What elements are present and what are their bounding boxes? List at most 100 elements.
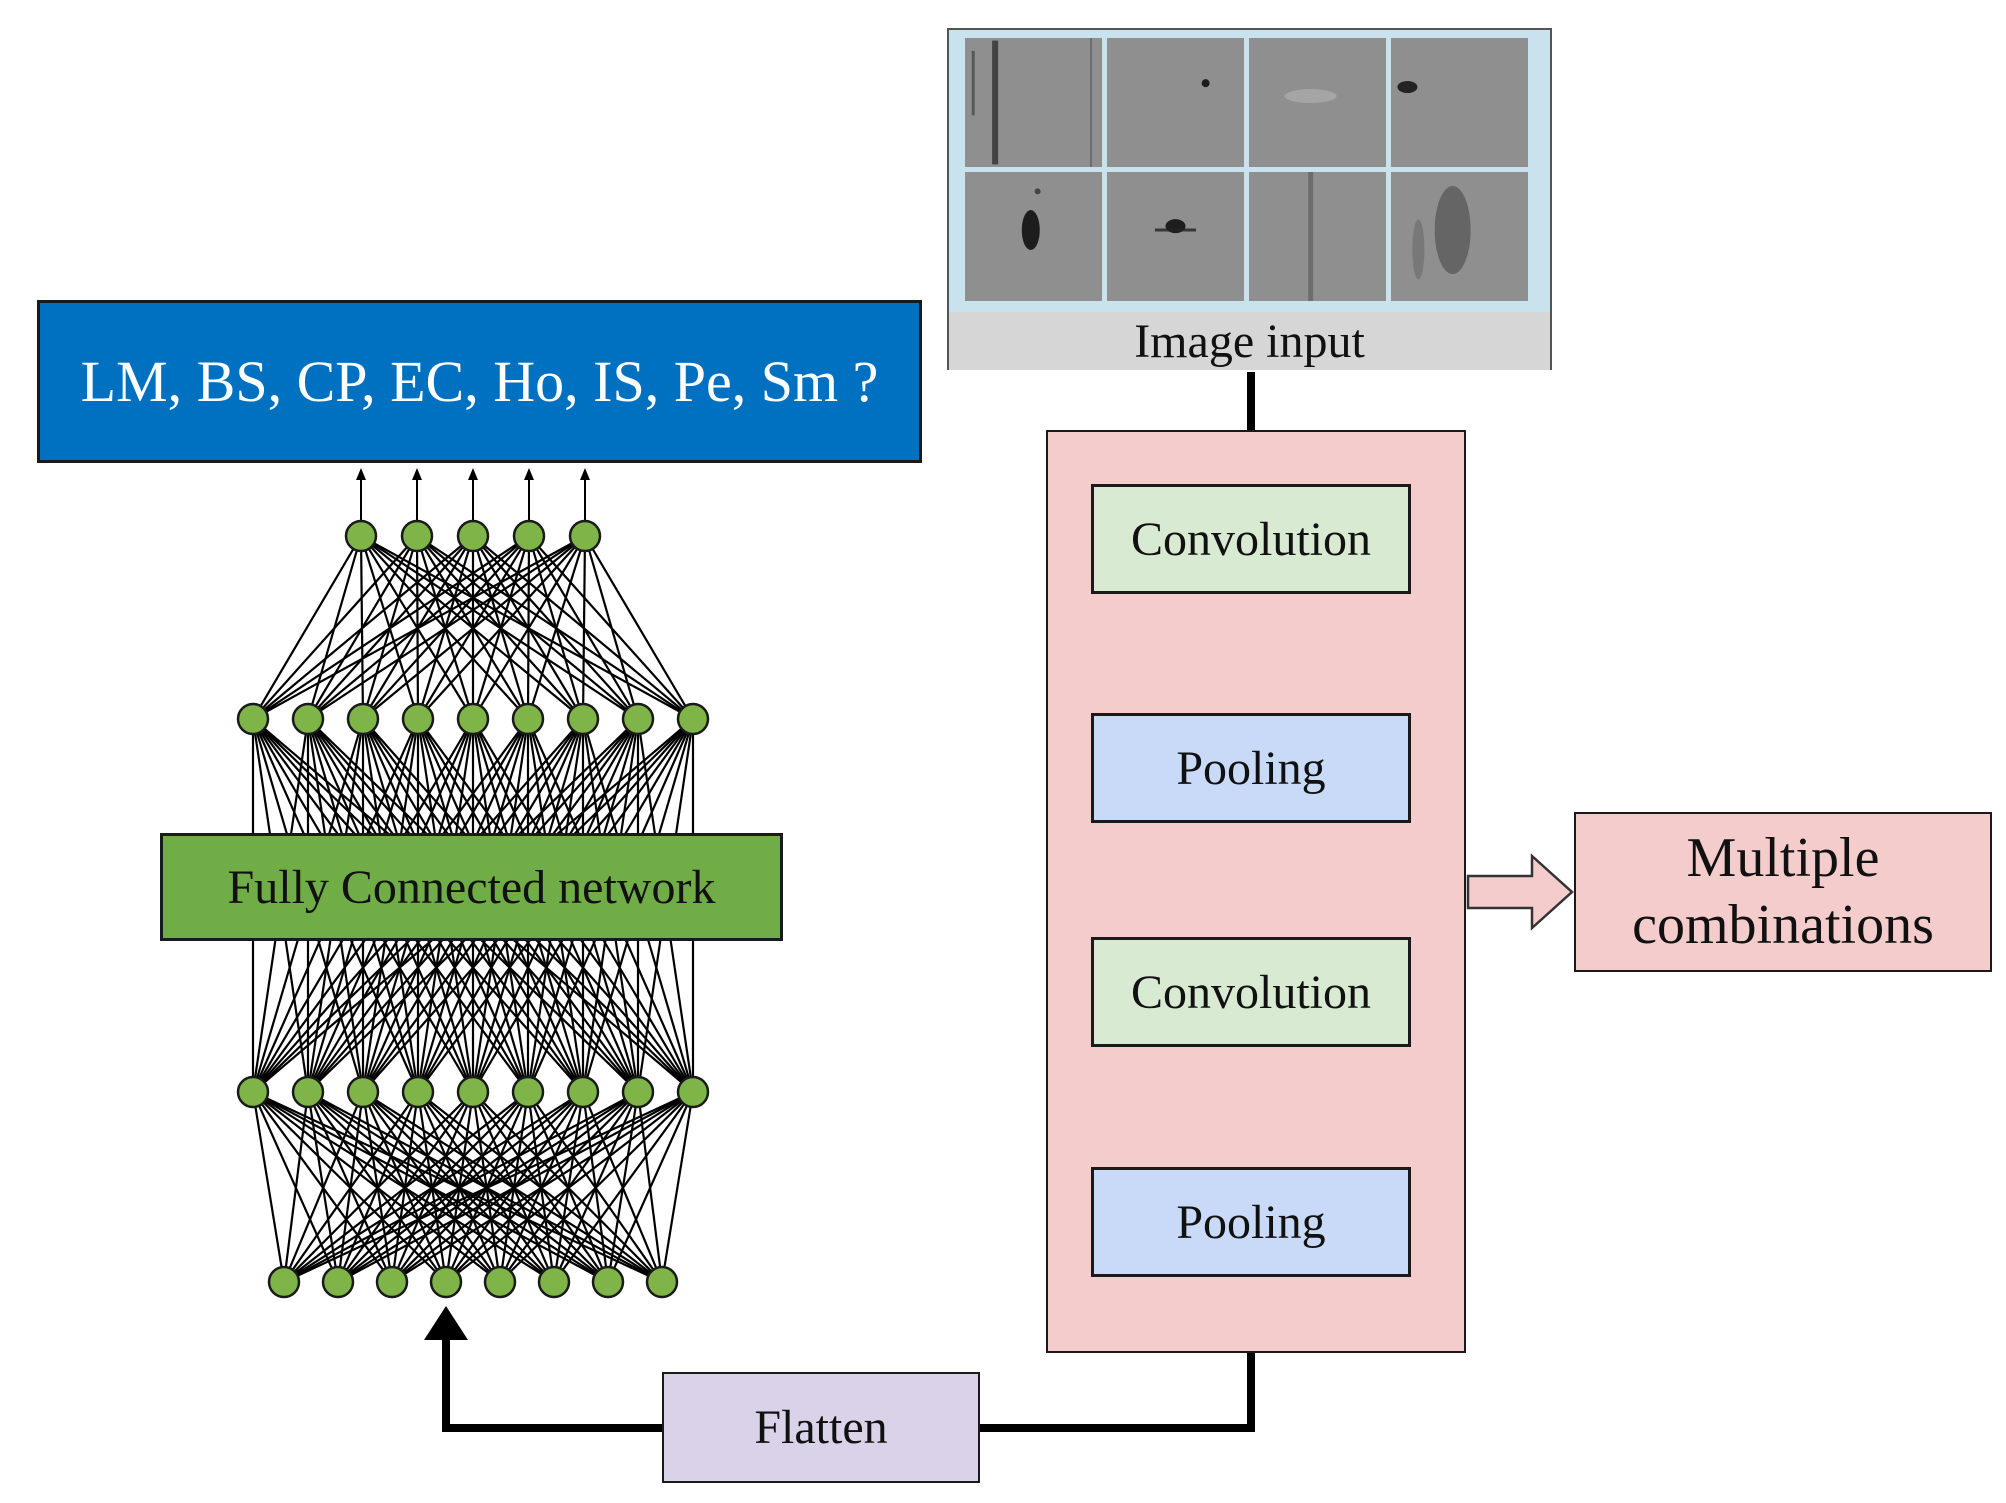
network-node [621,702,655,736]
combinations-label: combinations [1632,894,1934,956]
network-node [511,702,545,736]
input-image-graphic [1249,172,1386,301]
flatten-to-fc-arrow [442,1340,662,1432]
defect-mark [1201,79,1210,88]
network-node [236,1075,270,1109]
network-edge [252,1091,663,1283]
network-node [483,1265,517,1299]
output-arrow-head [580,468,590,480]
input-image-background [1107,38,1244,167]
convolution-layer-2-label: Convolution [1130,965,1372,1019]
network-edge [360,535,639,720]
defect-mark [1021,210,1040,251]
network-edge [660,1091,695,1283]
input-image-tile [965,172,1102,301]
network-edge [362,1091,663,1283]
image-input-panel: Image input [947,28,1552,370]
network-edge [252,1091,447,1283]
input-image-graphic [965,38,1102,167]
network-edge [527,1091,663,1283]
output-arrow-head [356,468,366,480]
network-node [591,1265,625,1299]
input-image-tile [1249,38,1386,167]
defect-mark [1397,81,1418,94]
network-edge [359,535,365,720]
network-edge [472,1091,663,1283]
network-node [621,1075,655,1109]
network-edge [252,1091,393,1283]
output-classes-label: LM, BS, CP, EC, Ho, IS, Pe, Sm ? [80,349,879,414]
convolution-layer-1: Convolution [1091,484,1411,594]
input-image-background [1249,38,1386,167]
input-image-graphic [1391,172,1528,301]
network-edge [360,535,474,720]
multiple-combinations-box: Multiple combinations [1574,812,1992,972]
output-arrow-head [412,468,422,480]
network-node [566,1075,600,1109]
input-image-graphic [1391,38,1528,167]
network-edge [251,1091,286,1283]
network-node [456,702,490,736]
network-node [267,1265,301,1299]
output-arrow-head [468,468,478,480]
input-image-background [965,38,1102,167]
output-classes-box: LM, BS, CP, EC, Ho, IS, Pe, Sm ? [37,300,922,463]
fully-connected-box: Fully Connected network [160,833,783,941]
output-arrows [356,468,590,520]
convolution-layer-2: Convolution [1091,937,1411,1047]
network-edge [360,535,694,720]
input-image-graphic [965,172,1102,301]
defect-mark [1412,219,1425,280]
pooling-layer-2: Pooling [1091,1167,1411,1277]
network-node [429,1265,463,1299]
input-image-background [1249,172,1386,301]
network-node [401,702,435,736]
to-multiple-combinations-arrow [1466,853,1574,931]
network-node [676,1075,710,1109]
network-node [346,702,380,736]
defect-mark [1434,186,1471,275]
network-node [375,1265,409,1299]
network-edge [360,535,529,720]
network-edge [416,535,694,720]
input-image-graphic [1249,38,1386,167]
network-node [344,519,378,553]
network-node [512,519,546,553]
input-image-tile [1107,172,1244,301]
network-node [645,1265,679,1299]
input-image-tile [1107,38,1244,167]
input-image-tile [1391,172,1528,301]
network-node [456,1075,490,1109]
input-image-tile [1249,172,1386,301]
network-node [676,702,710,736]
network-node [321,1265,355,1299]
input-image-background [1107,172,1244,301]
network-edge [584,535,694,720]
network-edge [417,1091,663,1283]
network-edge [528,535,694,720]
defect-mark [1284,89,1337,104]
network-edge [581,1091,664,1283]
network-edge [252,1091,501,1283]
multiple-label: Multiple [1686,826,1880,889]
pooling-layer-2-label: Pooling [1176,1195,1326,1249]
network-node [566,702,600,736]
defect-mark [1034,188,1041,195]
network-node [346,1075,380,1109]
network-node [401,1075,435,1109]
input-image-graphic [1107,38,1244,167]
network-edge [307,1091,663,1283]
network-node [400,519,434,553]
network-node [236,702,270,736]
flatten-to-fc-arrowhead [424,1306,468,1340]
output-arrow-head [524,468,534,480]
network-edge [251,1091,340,1283]
image-input-label: Image input [949,312,1550,370]
network-node [291,1075,325,1109]
fully-connected-label: Fully Connected network [227,860,716,914]
network-node [568,519,602,553]
network-nodes [236,519,710,1299]
pooling-layer-1-label: Pooling [1176,741,1326,795]
network-edge [306,535,363,720]
network-edge [360,535,584,720]
